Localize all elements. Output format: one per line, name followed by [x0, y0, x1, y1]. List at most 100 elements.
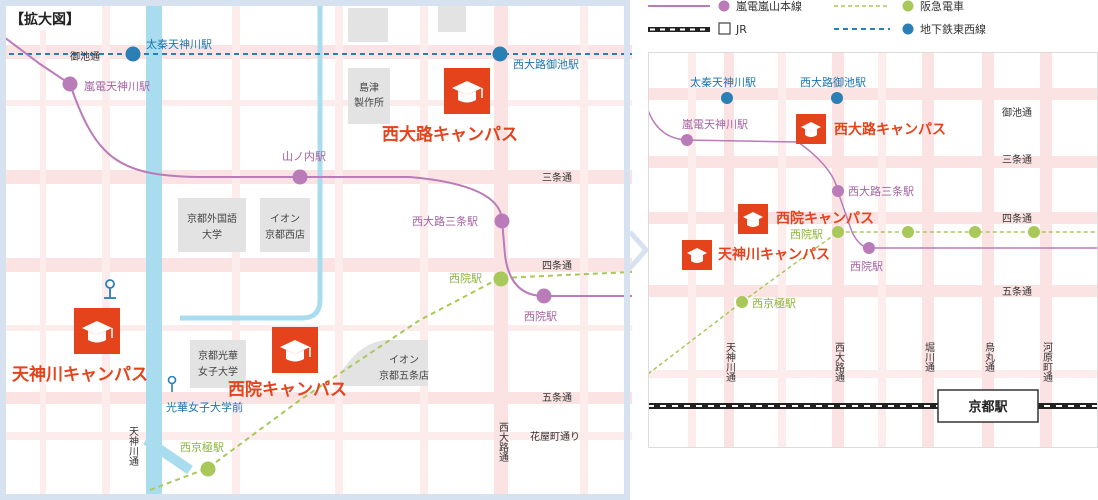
hankyu-line [149, 271, 632, 491]
road-label-sanjo: 三条通 [542, 171, 572, 184]
building-label-aeon-nishi-2: 京都西店 [265, 228, 305, 241]
building-label-gaikokugo-1: 京都外国語 [187, 212, 237, 225]
campus-marker-tenjingawa[interactable] [74, 308, 120, 354]
legend-subway-dot [902, 23, 914, 35]
road-label-gojo: 五条通 [542, 391, 572, 404]
overview-campus-marker-tenjingawa[interactable] [682, 240, 712, 270]
station-label-yamanouchi: 山ノ内駅 [282, 149, 326, 163]
overview-campus-marker-nishioji[interactable] [796, 114, 826, 144]
overview-label-randen-saiin: 西院駅 [850, 259, 883, 273]
tenjin-river [146, 0, 162, 500]
overview-road-sanjo: 三条通 [1002, 153, 1032, 166]
legend-subway-label: 地下鉄東西線 [920, 22, 986, 36]
overview-road-shijo: 四条通 [1002, 212, 1032, 225]
station-label-nishikyogoku: 西京極駅 [180, 440, 224, 454]
building-label-shimadzu-2: 製作所 [354, 96, 384, 109]
bus-stop-icon [104, 279, 116, 299]
station-dot-randen-saiin[interactable] [536, 288, 552, 304]
overview-label-uzumasa: 太秦天神川駅 [690, 75, 756, 89]
legend-jr-box [718, 22, 731, 35]
overview-label-hankyu-saiin: 西院駅 [790, 227, 823, 241]
road-label-nishioji: 西大路通 [497, 422, 509, 462]
river-branch [180, 0, 323, 321]
overview-dot-randen-saiin[interactable] [863, 242, 875, 254]
station-label-randen-saiin: 西院駅 [524, 309, 557, 323]
building-label-koka-2: 女子大学 [198, 365, 238, 378]
zoomed-map[interactable]: 御池通 三条通 四条通 五条通 花屋町通り 天神川通 西大路通 嵐電天神川駅 山… [0, 0, 632, 500]
overview-map[interactable]: 京都駅 太秦天神川駅 西大路御池駅 嵐電天神川駅 西大路三条駅 西院駅 西院駅 … [648, 52, 1098, 448]
road-nishioji [494, 0, 508, 500]
legend-randen-dot [718, 0, 730, 12]
overview-dot-karasuma[interactable] [969, 226, 981, 238]
legend-jr-line [648, 27, 710, 32]
overview-road-kawaramachi: 河原町通 [1041, 342, 1053, 382]
building-aeon-nishi [260, 198, 310, 252]
legend-hankyu-dot [902, 0, 914, 12]
overview-road-horikawa: 堀川通 [923, 342, 935, 372]
overview-campus-marker-saiin[interactable] [738, 204, 768, 234]
kyoto-station-box[interactable] [937, 389, 1039, 423]
station-dot-hankyu-saiin[interactable] [493, 271, 509, 287]
station-dot-nishioji-sanjo[interactable] [494, 213, 510, 229]
overview-dot-randen-tenjingawa[interactable] [681, 134, 693, 146]
road-label-tenjingawa: 天神川通 [127, 426, 139, 466]
overview-road-nishioji: 西大路通 [833, 342, 845, 382]
randen-line [0, 33, 632, 297]
station-dot-randen-tenjingawa[interactable] [62, 76, 78, 92]
campus-label-saiin[interactable]: 西院キャンパス [228, 379, 347, 400]
legend-jr-label: JR [735, 23, 747, 36]
overview-dot-nishioji-oike[interactable] [831, 92, 843, 104]
overview-road-oike: 御池通 [1002, 106, 1032, 119]
building-shimadzu [348, 68, 390, 124]
overview-campus-label-saiin[interactable]: 西院キャンパス [776, 210, 874, 227]
station-label-subway-uzumasa: 太秦天神川駅 [146, 37, 212, 51]
legend-randen-label: 嵐電嵐山本線 [736, 0, 802, 13]
overview-dot-kawaramachi[interactable] [1028, 226, 1040, 238]
building-label-shimadzu-1: 島津 [359, 81, 379, 94]
overview-randen-line [648, 109, 1098, 249]
station-label-nishioji-sanjo: 西大路三条駅 [412, 214, 478, 228]
building-label-aeon-nishi-1: イオン [270, 213, 300, 225]
map-legend: 嵐電嵐山本線 阪急電車 JR 地下鉄東西線 [648, 0, 986, 36]
building-gaikokugo [178, 198, 246, 252]
campus-marker-saiin[interactable] [272, 327, 318, 373]
station-label-subway-nishioji-oike: 西大路御池駅 [513, 57, 579, 71]
station-dot-yamanouchi[interactable] [292, 169, 308, 185]
overview-dot-uzumasa[interactable] [721, 92, 733, 104]
bus-stop-koka-icon [167, 375, 177, 392]
campus-label-tenjingawa[interactable]: 天神川キャンパス [12, 364, 148, 385]
station-dot-subway-uzumasa[interactable] [125, 46, 141, 62]
building-koka [190, 340, 246, 388]
jr-line [648, 403, 1098, 409]
campus-marker-nishioji[interactable] [444, 68, 490, 114]
road-shijo [0, 258, 632, 272]
station-dot-subway-nishioji-oike[interactable] [492, 46, 508, 62]
overview-dot-omiya[interactable] [902, 226, 914, 238]
overview-dot-hankyu-saiin[interactable] [832, 226, 844, 238]
overview-road-karasuma: 烏丸通 [983, 341, 995, 372]
road-hanaya [0, 432, 632, 440]
building-label-aeon-gojo-2: 京都五条店 [379, 369, 429, 382]
station-dot-nishikyogoku[interactable] [200, 461, 216, 477]
overview-label-nishikyogoku: 西京極駅 [752, 296, 796, 310]
overview-label-randen-tenjingawa: 嵐電天神川駅 [682, 117, 748, 131]
overview-label-nishioji-oike: 西大路御池駅 [800, 75, 866, 89]
legend-hankyu-label: 阪急電車 [920, 0, 964, 13]
kyoto-station-label: 京都駅 [968, 399, 1008, 415]
overview-road-tenjingawa: 天神川通 [724, 342, 736, 382]
zoom-map-frame [0, 0, 630, 500]
overview-campus-label-tenjingawa[interactable]: 天神川キャンパス [718, 246, 830, 263]
station-label-koka-mae: 光華女子大学前 [166, 400, 243, 414]
road-label-oike: 御池通 [70, 50, 100, 63]
station-label-randen-tenjingawa: 嵐電天神川駅 [84, 79, 150, 93]
road-label-shijo: 四条通 [542, 259, 572, 272]
overview-campus-label-nishioji[interactable]: 西大路キャンパス [834, 121, 946, 138]
campus-label-nishioji[interactable]: 西大路キャンパス [382, 124, 518, 145]
overview-label-nishioji-sanjo: 西大路三条駅 [848, 184, 914, 198]
zoom-pointer-arrow-icon [628, 230, 650, 270]
station-label-hankyu-saiin: 西院駅 [449, 271, 482, 285]
overview-dot-nishioji-sanjo[interactable] [832, 185, 844, 197]
overview-dot-nishikyogoku[interactable] [736, 296, 748, 308]
overview-hankyu-line [648, 231, 1098, 375]
road-label-hanaya: 花屋町通り [530, 430, 580, 443]
